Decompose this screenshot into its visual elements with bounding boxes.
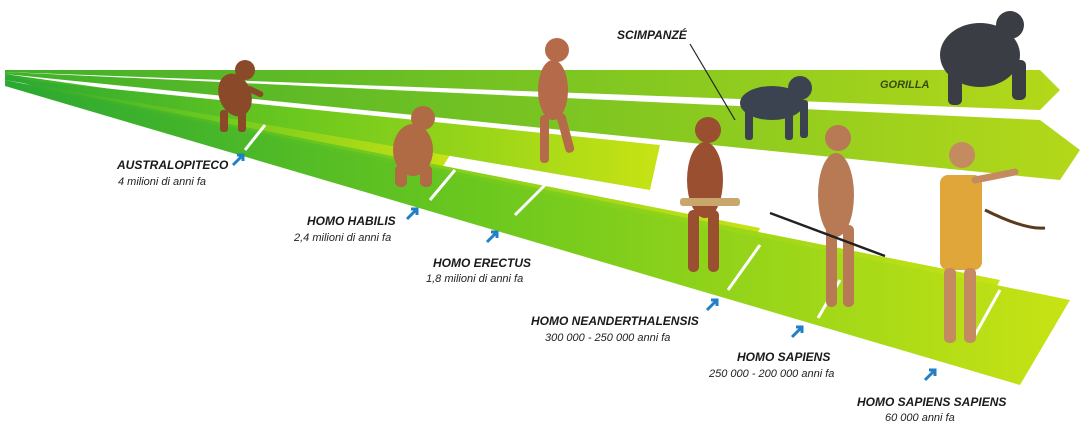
homo-habilis-figure: [393, 106, 435, 187]
australopiteco-arrow-icon: [231, 151, 247, 167]
neanderthalensis-label: HOMO NEANDERTHALENSIS: [531, 314, 699, 328]
homo-habilis-date: 2,4 milioni di anni fa: [294, 232, 391, 244]
australopiteco-date: 4 milioni di anni fa: [118, 176, 206, 188]
homo-sapiens-arrow-icon: [790, 323, 806, 339]
scimpanze-label: SCIMPANZÉ: [617, 28, 687, 42]
homo-sapiens-sapiens-arrow-icon: [923, 366, 939, 382]
homo-sapiens-label: HOMO SAPIENS: [737, 350, 830, 364]
homo-habilis-label: HOMO HABILIS: [307, 214, 396, 228]
homo-sapiens-date: 250 000 - 200 000 anni fa: [709, 368, 834, 380]
neanderthalensis-date: 300 000 - 250 000 anni fa: [545, 332, 670, 344]
neanderthalensis-arrow-icon: [705, 296, 721, 312]
homo-erectus-date: 1,8 milioni di anni fa: [426, 273, 523, 285]
gorilla-label: GORILLA: [880, 79, 930, 91]
homo-sapiens-sapiens-label: HOMO SAPIENS SAPIENS: [857, 395, 1006, 409]
homo-erectus-label: HOMO ERECTUS: [433, 256, 531, 270]
australopiteco-label: AUSTRALOPITECO: [117, 158, 228, 172]
homo-habilis-arrow-icon: [405, 205, 421, 221]
homo-sapiens-sapiens-date: 60 000 anni fa: [885, 412, 955, 424]
homo-erectus-arrow-icon: [485, 228, 501, 244]
